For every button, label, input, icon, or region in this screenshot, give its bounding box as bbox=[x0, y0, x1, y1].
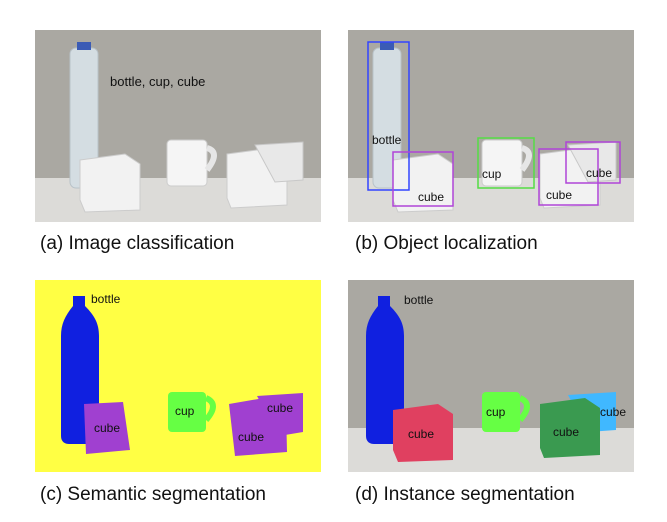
cup-label: cup bbox=[486, 405, 506, 419]
cube-bounding-box bbox=[565, 141, 621, 184]
instance-segmentation-panel: bottle cube cup cube cube bbox=[348, 280, 634, 472]
image-classification-panel: bottle, cup, cube bbox=[35, 30, 321, 222]
cube-mask bbox=[257, 393, 303, 436]
object-localization-panel: bottle cube cup cube cube bbox=[348, 30, 634, 222]
cube-mask bbox=[540, 398, 600, 458]
semantic-segmentation-panel: bottle cube cup cube cube bbox=[35, 280, 321, 472]
bottle-label: bottle bbox=[91, 292, 121, 306]
cube-label: cube bbox=[418, 190, 444, 204]
cube-label: cube bbox=[546, 188, 572, 202]
cube-label: cube bbox=[586, 166, 612, 180]
cube-bounding-box bbox=[538, 148, 599, 206]
caption-instance-segmentation: (d) Instance segmentation bbox=[355, 484, 575, 505]
segmentation-mask: bottle cube cup cube cube bbox=[35, 280, 321, 472]
cube-label: cube bbox=[267, 401, 293, 415]
cup-mask bbox=[168, 392, 206, 432]
bottle-label: bottle bbox=[372, 133, 402, 147]
cube-label: cube bbox=[600, 405, 626, 419]
caption-object-localization: (b) Object localization bbox=[355, 233, 538, 254]
bottle-label: bottle bbox=[404, 293, 434, 307]
cube-bounding-box bbox=[392, 151, 454, 207]
cup-mask bbox=[482, 392, 520, 432]
photo-scene: bottle cube cup cube cube bbox=[348, 30, 634, 222]
classification-label: bottle, cup, cube bbox=[110, 74, 205, 89]
bottle-bounding-box bbox=[367, 41, 410, 191]
cup-bounding-box bbox=[477, 137, 535, 189]
cube-label: cube bbox=[553, 425, 579, 439]
cube-label: cube bbox=[408, 427, 434, 441]
cup-label: cup bbox=[175, 404, 195, 418]
photo-scene: bottle cube cup cube cube bbox=[348, 280, 634, 472]
bottle-mask bbox=[366, 296, 404, 444]
cube-label: cube bbox=[238, 430, 264, 444]
cube-mask bbox=[393, 404, 453, 462]
cube-mask bbox=[84, 402, 130, 454]
caption-image-classification: (a) Image classification bbox=[40, 233, 235, 254]
cube-label: cube bbox=[94, 421, 120, 435]
cup-label: cup bbox=[482, 167, 502, 181]
caption-semantic-segmentation: (c) Semantic segmentation bbox=[40, 484, 266, 505]
photo-scene: bottle, cup, cube bbox=[35, 30, 321, 222]
